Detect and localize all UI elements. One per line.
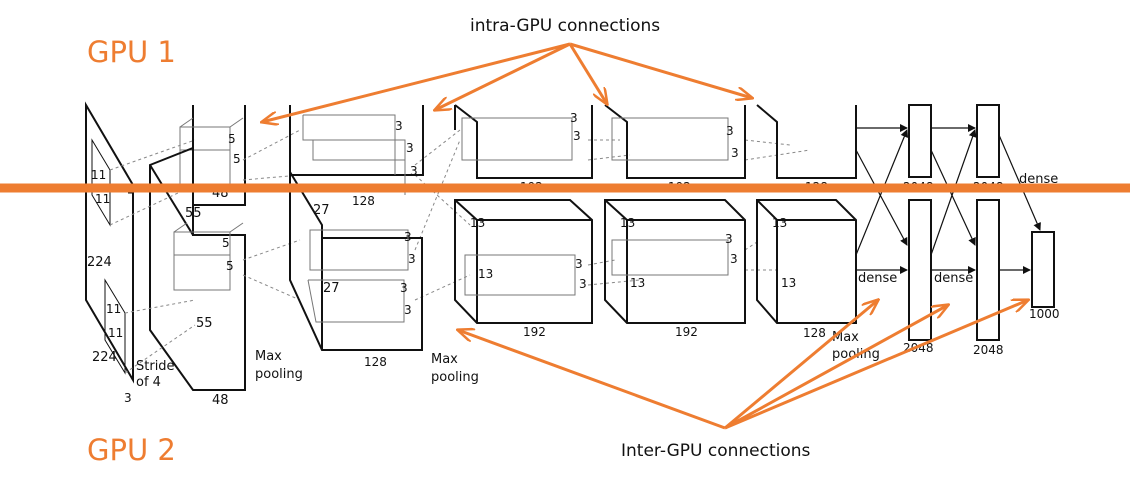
- conv3-spatial-b: 13: [478, 267, 493, 281]
- stride-line2: of 4: [136, 375, 161, 390]
- maxpool2-line1: Max: [431, 352, 458, 367]
- conv3-k-top-a: 3: [570, 111, 578, 125]
- fc7-top: [976, 104, 1000, 178]
- input-width: 224: [92, 350, 117, 365]
- conv2-k-top-a: 3: [395, 119, 403, 133]
- conv2-depth-bottom: 128: [364, 355, 387, 369]
- conv4-k-top-b: 3: [731, 146, 739, 160]
- conv3-layer: 3 3 192 13 13 3 3 192: [454, 104, 593, 339]
- conv4-spatial-a: 13: [620, 216, 635, 230]
- conv3-spatial-a: 13: [470, 216, 485, 230]
- maxpool1-line1: Max: [255, 349, 282, 364]
- conv5-depth-bottom: 128: [803, 326, 826, 340]
- conv2-k-top-b: 3: [406, 141, 414, 155]
- stride-line1: Stride: [136, 359, 175, 374]
- conv3-depth-bottom: 192: [523, 325, 546, 339]
- fc7-bottom-size: 2048: [973, 343, 1004, 357]
- input-height: 224: [87, 255, 112, 270]
- conv4-k-bottom-a: 3: [725, 232, 733, 246]
- inter-gpu-callout: Inter-GPU connections: [621, 441, 811, 461]
- conv1-k-top-b: 5: [233, 152, 241, 166]
- conv1-depth-bottom: 48: [212, 393, 229, 408]
- intra-gpu-arrows: [262, 42, 752, 122]
- conv4-k-bottom-b: 3: [730, 252, 738, 266]
- input-kernel-c: 11: [106, 302, 121, 316]
- input-depth: 3: [124, 391, 132, 405]
- maxpool2-line2: pooling: [431, 370, 479, 385]
- fc8-output: [1031, 231, 1055, 308]
- conv1-k-bottom-a: 5: [222, 236, 230, 250]
- dense-label-a: dense: [858, 271, 897, 286]
- conv4-spatial-b: 13: [630, 276, 645, 290]
- input-layer: 11 11 224 11 11 224 Stride of 4 3: [85, 101, 175, 405]
- inter-gpu-arrows: [458, 300, 1028, 430]
- maxpool3-line1: Max: [832, 330, 859, 345]
- conv3-k-bottom-a: 3: [575, 257, 583, 271]
- conv2-k-bottom-b: 3: [408, 252, 416, 266]
- conv4-k-top-a: 3: [726, 124, 734, 138]
- conv1-k-bottom-b: 5: [226, 259, 234, 273]
- conv1-k-top-a: 5: [228, 132, 236, 146]
- conv4-layer: 3 3 192 13 13 3 3 192: [604, 104, 746, 339]
- conv2-layer: 3 3 3 128 27 3 3 27 3 3 128 Max pooling: [289, 105, 479, 385]
- dense-label-top: dense: [1019, 172, 1058, 187]
- conv3-k-bottom-b: 3: [579, 277, 587, 291]
- conv2-k-bottom-c: 3: [400, 281, 408, 295]
- input-kernel-a: 11: [91, 168, 106, 182]
- input-kernel-b: 11: [95, 192, 110, 206]
- conv1-spatial-bottom: 55: [196, 316, 213, 331]
- maxpool1-line2: pooling: [255, 367, 303, 382]
- conv2-depth-top: 128: [352, 194, 375, 208]
- fc6-top: [908, 104, 932, 178]
- gpu1-label: GPU 1: [87, 35, 176, 69]
- conv4-depth-bottom: 192: [675, 325, 698, 339]
- conv5-spatial-b: 13: [781, 276, 796, 290]
- conv2-k-bottom-a: 3: [404, 230, 412, 244]
- input-kernel-d: 11: [108, 326, 123, 340]
- conv3-k-top-b: 3: [573, 129, 581, 143]
- receptive-field-lines: [109, 129, 811, 374]
- fc8-size: 1000: [1029, 307, 1060, 321]
- dense-label-b: dense: [934, 271, 973, 286]
- conv2-spatial-bottom: 27: [323, 281, 340, 296]
- conv2-k-top-c: 3: [410, 164, 418, 178]
- conv1-layer: 5 5 48 55 5 5 55 48 Max pooling: [149, 105, 303, 408]
- dense-layers: 2048 2048 2048 2048 1000 dense dense den…: [855, 104, 1060, 357]
- conv5-spatial-a: 13: [772, 216, 787, 230]
- conv2-k-bottom-d: 3: [404, 303, 412, 317]
- conv2-spatial-top: 27: [313, 203, 330, 218]
- intra-gpu-callout: intra-GPU connections: [470, 16, 660, 36]
- gpu2-label: GPU 2: [87, 433, 176, 467]
